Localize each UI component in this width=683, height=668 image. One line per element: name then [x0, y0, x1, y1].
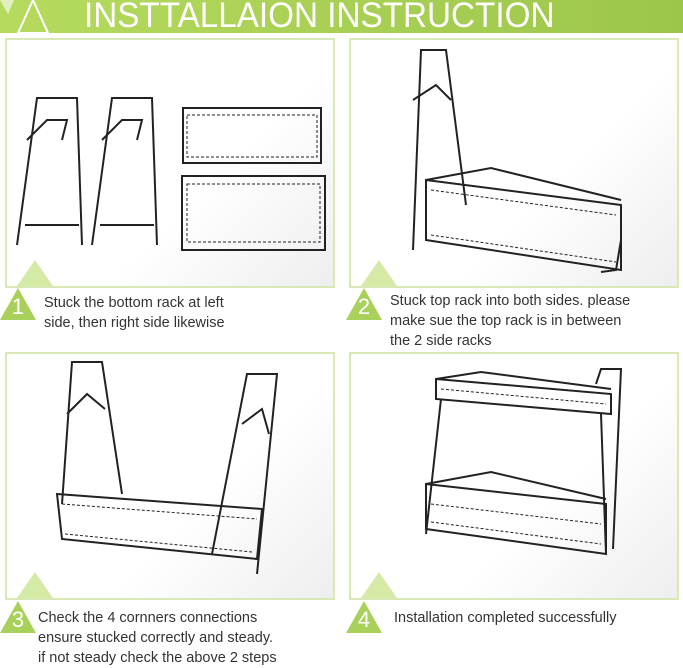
- step-text-line: ensure stucked correctly and steady.: [38, 630, 274, 646]
- rack-half-assembled-illustration: [412, 49, 622, 273]
- step-2-image: [349, 38, 679, 288]
- step-number: 2: [357, 294, 371, 319]
- step-text-line: Check the 4 cornners connections: [38, 610, 258, 626]
- step-text: Check the 4 cornners connections ensure s…: [38, 608, 277, 668]
- corner-triangle: [361, 260, 397, 286]
- rack-sides-attached-illustration: [55, 361, 279, 575]
- step-number: 1: [11, 294, 25, 319]
- corner-triangle: [17, 572, 53, 598]
- step-number-badge: 1: [0, 288, 36, 320]
- step-4-image: [349, 352, 679, 600]
- rack-completed-illustration: [425, 368, 623, 556]
- step-number-badge: 2: [346, 288, 382, 320]
- step-text-line: Stuck top rack into both sides. please: [390, 293, 631, 309]
- step-text: Stuck the bottom rack at left side, then …: [44, 293, 225, 333]
- step-3-image: [5, 352, 335, 600]
- step-1-image: [5, 38, 335, 288]
- corner-triangle: [17, 260, 53, 286]
- step-number: 3: [11, 607, 25, 632]
- triangle-logo-icon: [0, 0, 50, 33]
- step-text-line: side, then right side likewise: [44, 315, 225, 331]
- rack-parts-illustration: [16, 97, 326, 251]
- step-number-badge: 4: [346, 601, 382, 633]
- title-banner: INSTTALLAION INSTRUCTION: [0, 0, 683, 35]
- step-text: Installation completed successfully: [394, 608, 616, 628]
- step-text-line: if not steady check the above 2 steps: [38, 650, 277, 666]
- step-text-line: Stuck the bottom rack at left: [44, 295, 224, 311]
- corner-triangle: [361, 572, 397, 598]
- step-text-line: the 2 side racks: [390, 333, 492, 349]
- step-number: 4: [357, 607, 371, 632]
- page-title: INSTTALLAION INSTRUCTION: [84, 0, 555, 35]
- step-text: Stuck top rack into both sides. please ma…: [390, 291, 630, 351]
- step-number-badge: 3: [0, 601, 36, 633]
- step-text-line: make sue the top rack is in between: [390, 313, 622, 329]
- step-text-line: Installation completed successfully: [394, 610, 617, 626]
